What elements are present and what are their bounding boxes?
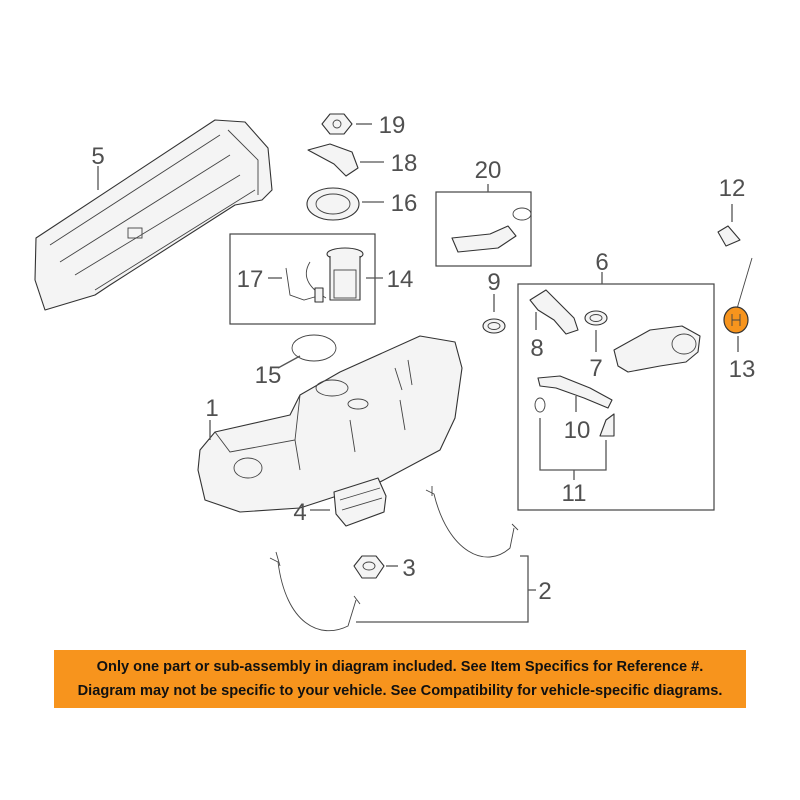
part-19-nut [321,113,353,135]
callout-2: 2 [538,578,551,605]
callout-19: 19 [379,112,406,139]
part-11-seal [534,397,546,413]
part-8-hose [529,289,579,335]
callout-5: 5 [91,143,104,170]
callout-10: 10 [564,417,591,444]
part-3-nut [353,555,385,579]
part-2-straps [269,486,519,632]
callout-3: 3 [402,555,415,582]
part-18-bracket [307,143,359,177]
callout-18: 18 [391,150,418,177]
part-5-shield [34,119,273,311]
part-9-clamp [482,318,506,334]
part-4-heat-shield [333,477,387,527]
callout-12: 12 [719,175,746,202]
callout-1: 1 [205,395,218,422]
callout-20: 20 [475,157,502,184]
part-12-bracket [717,225,741,247]
callout-9: 9 [487,269,500,296]
disclaimer-line-2: Diagram may not be specific to your vehi… [77,683,723,699]
part-16-lock-ring [306,187,360,221]
part-17-sender [285,267,324,303]
part-14-fuel-pump [305,247,364,301]
part-filler-neck [613,325,701,373]
leader-2 [356,555,529,623]
callout-13: 13 [729,356,756,383]
part-15-o-ring [291,334,337,362]
part-13-fuel-cap [723,257,753,334]
disclaimer-line-1: Only one part or sub-assembly in diagram… [96,659,704,675]
group-box-6 [517,283,715,511]
part-10-vent-hose [537,375,613,409]
leader-15 [277,355,301,369]
callout-7: 7 [589,355,602,382]
callout-4: 4 [293,499,306,526]
callout-8: 8 [530,335,543,362]
disclaimer-banner: Only one part or sub-assembly in diagram… [54,650,746,708]
callout-6: 6 [595,249,608,276]
part-7-clamp [584,310,608,326]
callout-16: 16 [391,190,418,217]
callout-15: 15 [255,362,282,389]
callout-17: 17 [237,266,264,293]
part-1-fuel-tank [197,335,463,513]
leader-11-bracket [539,418,607,471]
group-box-14-17 [229,233,376,325]
callout-14: 14 [387,266,414,293]
part-11-fitting [599,413,615,437]
part-20-filler-hose [435,191,532,267]
callout-11: 11 [562,480,587,507]
